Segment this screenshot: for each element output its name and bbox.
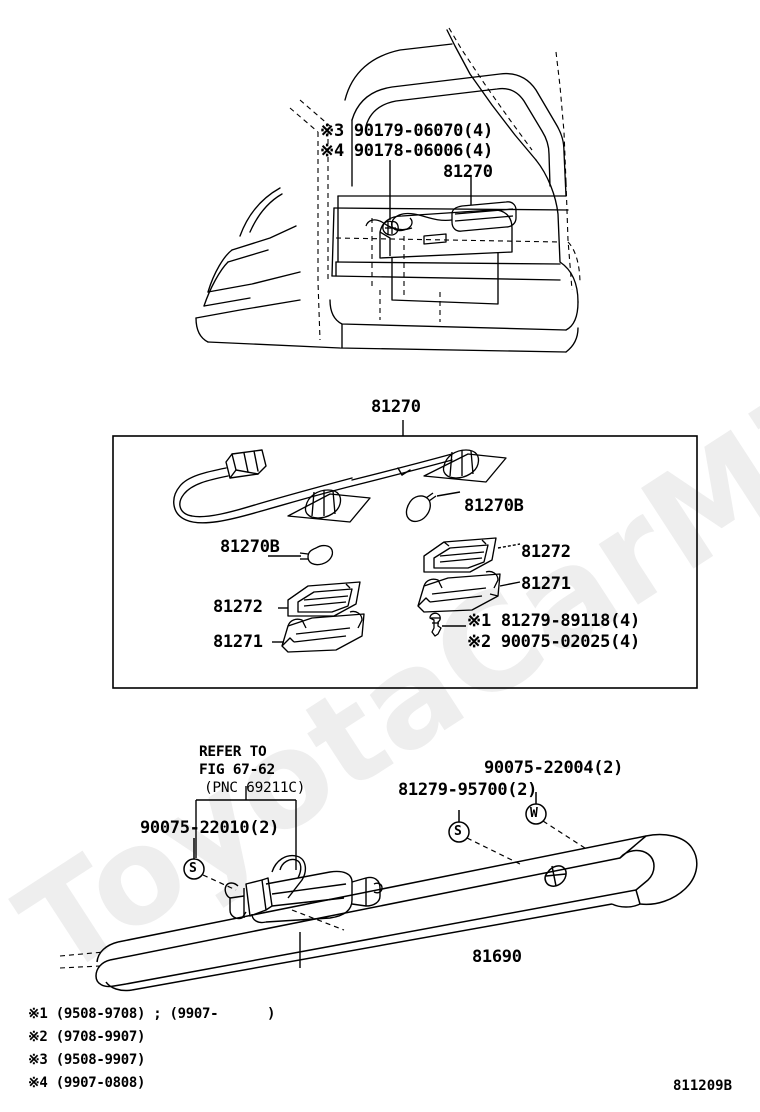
diagram-id: 811209B [673,1078,733,1094]
callout-grommet-left: 90075-22010(2) [140,818,280,838]
callout-clip-spoiler: 81279-95700(2) [398,780,538,800]
footnote-1: ※1 (9508-9708) ; (9907- ) [28,1006,276,1022]
refer-to-line2: FIG 67-62 [199,762,275,778]
callout-note3-clip: ※3 90179-06070(4) [320,121,493,141]
callout-bulb-left: 81270B [220,537,280,557]
callout-note4-clip: ※4 90178-06006(4) [320,141,493,161]
callout-spoiler: 81690 [472,947,522,967]
license-lamp-detail-illustration [112,420,698,689]
callout-lens-right: 81272 [521,542,571,562]
callout-lens-left: 81272 [213,597,263,617]
spoiler-illustration [59,786,698,992]
refer-to-line1: REFER TO [199,744,267,760]
refer-to-pnc: (PNC 69211C) [204,780,306,796]
marker-w: W [530,806,538,821]
marker-s-right: S [454,824,462,839]
marker-s-left: S [189,861,197,876]
callout-grommet-right: 90075-22004(2) [484,758,624,778]
footnote-3: ※3 (9508-9907) [28,1052,146,1068]
callout-screw-note2: ※2 90075-02025(4) [467,632,640,652]
callout-housing-left: 81271 [213,632,263,652]
callout-license-lamp-assy: 81270 [443,162,493,182]
vehicle-rear-illustration [195,27,581,353]
footnote-4: ※4 (9907-0808) [28,1075,146,1091]
callout-housing-right: 81271 [521,574,571,594]
callout-screw-note1: ※1 81279-89118(4) [467,611,640,631]
footnote-2: ※2 (9708-9907) [28,1029,146,1045]
detail-box-title: 81270 [371,397,421,417]
callout-bulb-right: 81270B [464,496,524,516]
